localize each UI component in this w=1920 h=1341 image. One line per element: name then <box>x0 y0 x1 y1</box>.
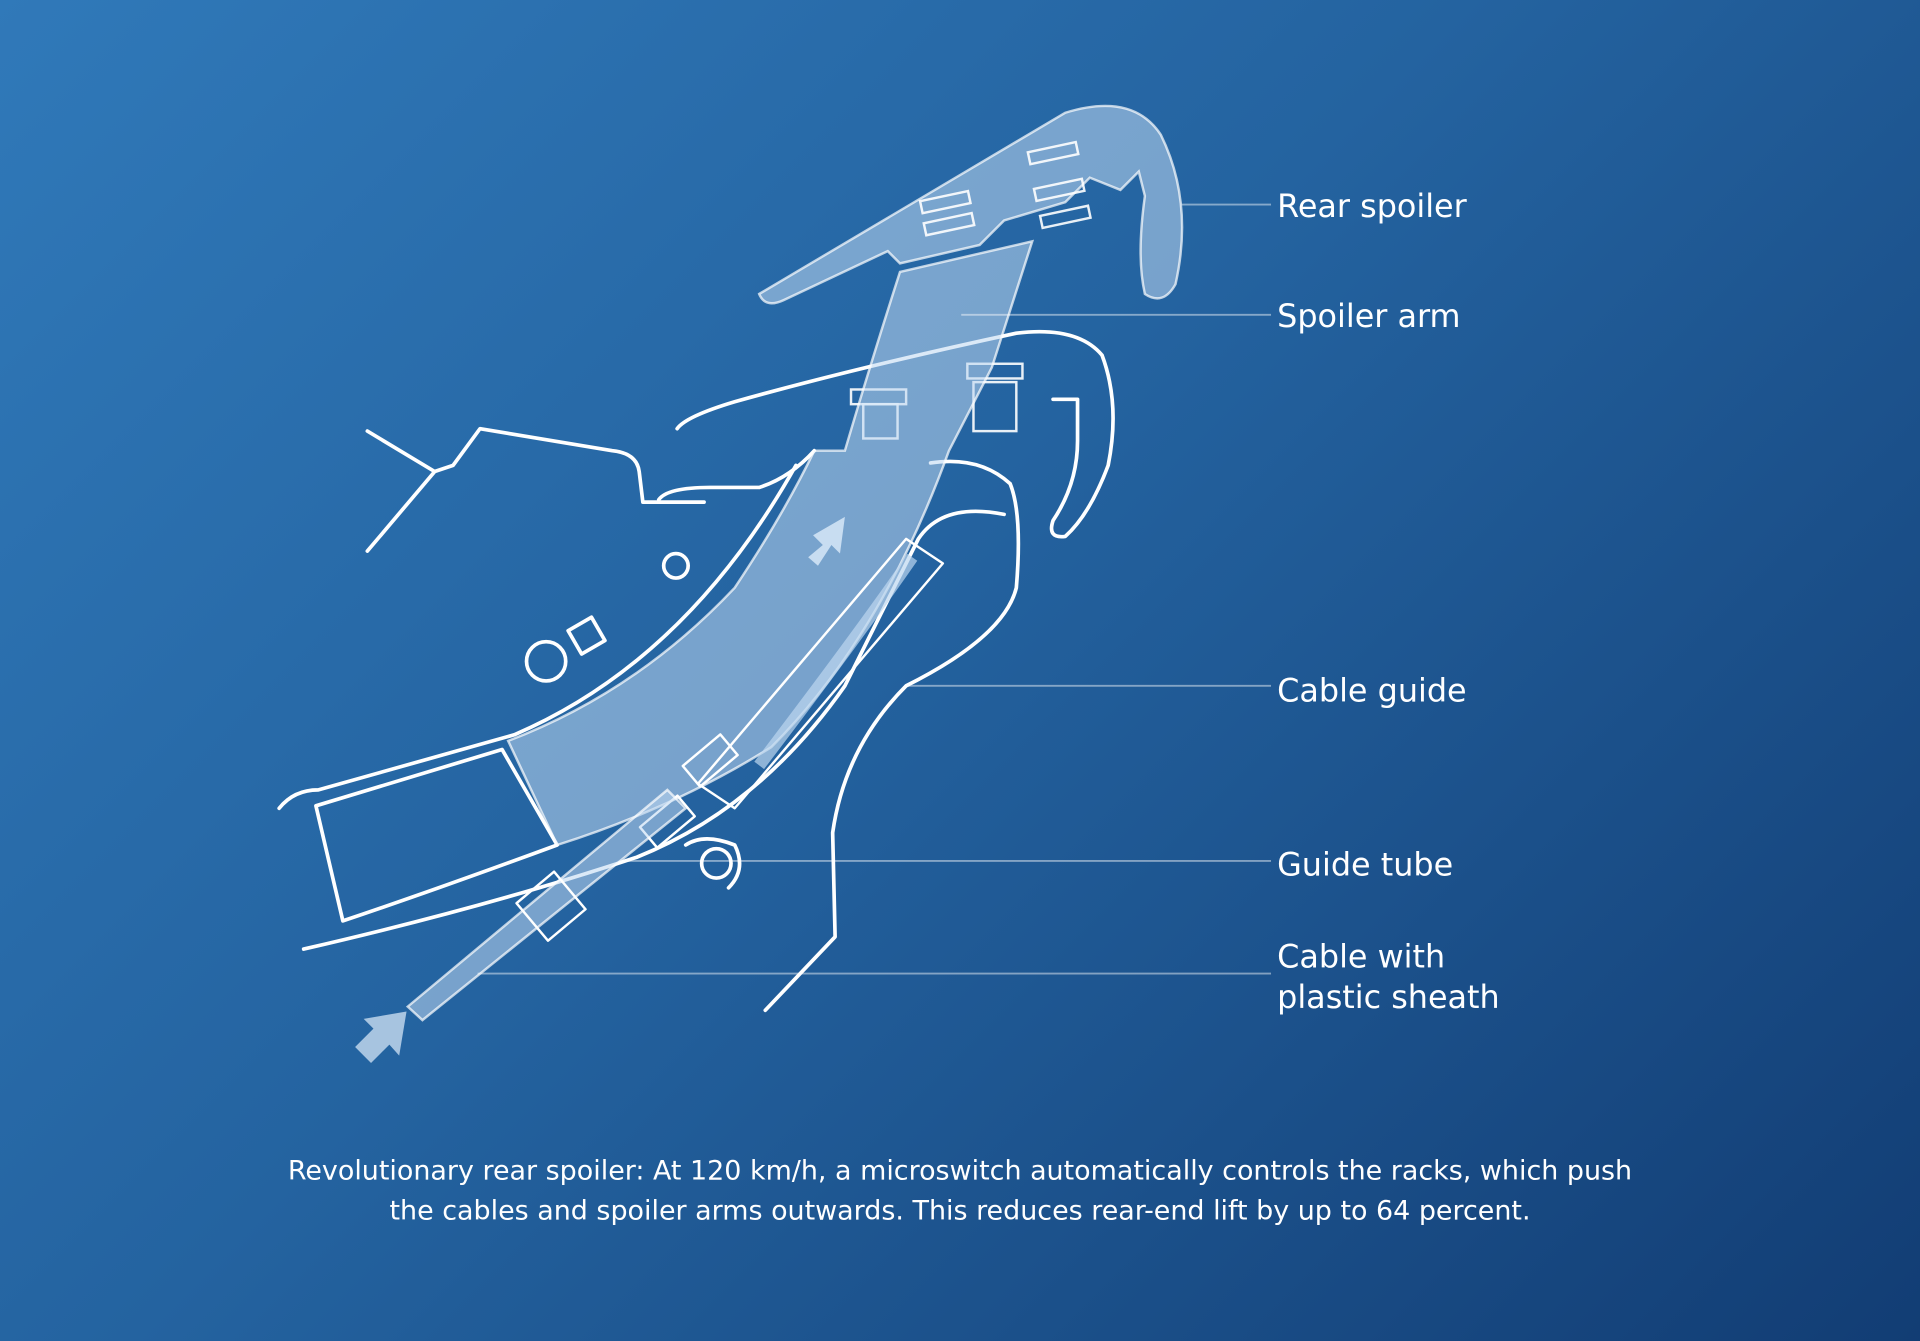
caption-line1: Revolutionary rear spoiler: At 120 km/h,… <box>288 1155 1632 1186</box>
guide-tube <box>638 537 945 850</box>
label-spoiler-arm: Spoiler arm <box>1277 297 1460 335</box>
cable-with-sheath <box>405 788 688 1022</box>
label-cable-line1: Cable with <box>1277 937 1445 975</box>
arrow-up-right-icon <box>808 516 845 566</box>
label-rear-spoiler: Rear spoiler <box>1277 187 1468 225</box>
label-cable-line2: plastic sheath <box>1277 978 1500 1016</box>
label-guide-tube: Guide tube <box>1277 846 1453 884</box>
caption-line2: the cables and spoiler arms outwards. Th… <box>389 1196 1530 1227</box>
arrow-up-right-icon <box>355 1011 407 1063</box>
label-cable-guide: Cable guide <box>1277 672 1466 710</box>
car-body-outline <box>277 329 1115 1013</box>
